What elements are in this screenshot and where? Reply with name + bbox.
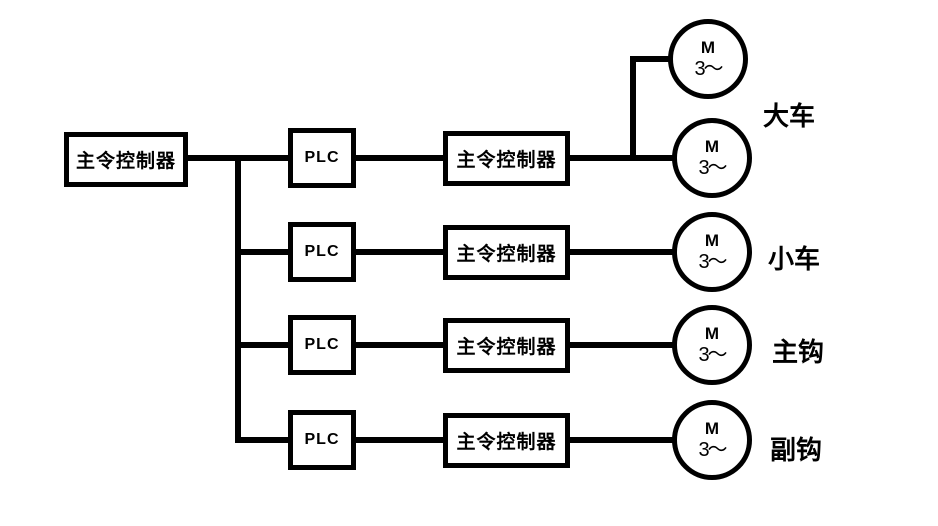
group-label-main-hook: 主钩	[772, 337, 825, 367]
motor-circle-main-hook: M 3～	[672, 305, 752, 385]
plc-box-row3: PLC	[288, 315, 356, 375]
controller-box-row4: 主令控制器	[443, 413, 570, 468]
motor-phase: 3～	[698, 251, 727, 273]
motor-circle-aux-hook: M 3～	[672, 400, 752, 480]
plc-box-row4: PLC	[288, 410, 356, 470]
motor-circle-bridge-1: M 3～	[668, 19, 748, 99]
motor-phase: 3～	[698, 439, 727, 461]
controller-box-row3: 主令控制器	[443, 318, 570, 373]
connector-plc-ctrl-row3	[356, 342, 443, 348]
connector-ctrl-motor-row2	[570, 249, 674, 255]
controller-label-row3: 主令控制器	[456, 337, 557, 358]
plc-box-row2: PLC	[288, 222, 356, 282]
plc-label-row2: PLC	[304, 243, 340, 260]
plc-label-row1: PLC	[304, 149, 340, 166]
connector-ctrl-motor-row4	[570, 437, 674, 443]
controller-label-row4: 主令控制器	[456, 432, 557, 453]
bus-branch-row4	[235, 437, 288, 443]
motor-circle-trolley: M 3～	[672, 212, 752, 292]
controller-box-row2: 主令控制器	[443, 225, 570, 280]
motor-phase: 3～	[698, 344, 727, 366]
master-controller-label: 主令控制器	[75, 151, 176, 172]
motor-phase: 3～	[698, 157, 727, 179]
motor-circle-bridge-2: M 3～	[672, 118, 752, 198]
connector-plc-ctrl-row2	[356, 249, 443, 255]
plc-label-row3: PLC	[304, 336, 340, 353]
motor-branch-vertical-row1	[630, 56, 636, 161]
connector-ctrl-motor-row3	[570, 342, 674, 348]
group-label-trolley: 小车	[768, 244, 821, 274]
motor-branch-stub-row1	[630, 56, 674, 62]
bus-branch-row3	[235, 342, 288, 348]
bus-line-vertical	[235, 155, 241, 443]
master-controller-box: 主令控制器	[64, 132, 188, 187]
motor-phase: 3～	[694, 58, 723, 80]
controller-box-row1: 主令控制器	[443, 131, 570, 186]
motor-letter: M	[704, 231, 720, 250]
plc-box-row1: PLC	[288, 128, 356, 188]
motor-letter: M	[700, 38, 716, 57]
motor-letter: M	[704, 324, 720, 343]
group-label-bridge: 大车	[763, 101, 816, 131]
motor-letter: M	[704, 419, 720, 438]
motor-letter: M	[704, 137, 720, 156]
connector-plc-ctrl-row4	[356, 437, 443, 443]
group-label-aux-hook: 副钩	[770, 435, 823, 465]
plc-label-row4: PLC	[304, 431, 340, 448]
bus-branch-row2	[235, 249, 288, 255]
controller-label-row2: 主令控制器	[456, 244, 557, 265]
connector-ctrl-motor-row1	[570, 155, 674, 161]
connector-plc-ctrl-row1	[356, 155, 443, 161]
controller-label-row1: 主令控制器	[456, 150, 557, 171]
